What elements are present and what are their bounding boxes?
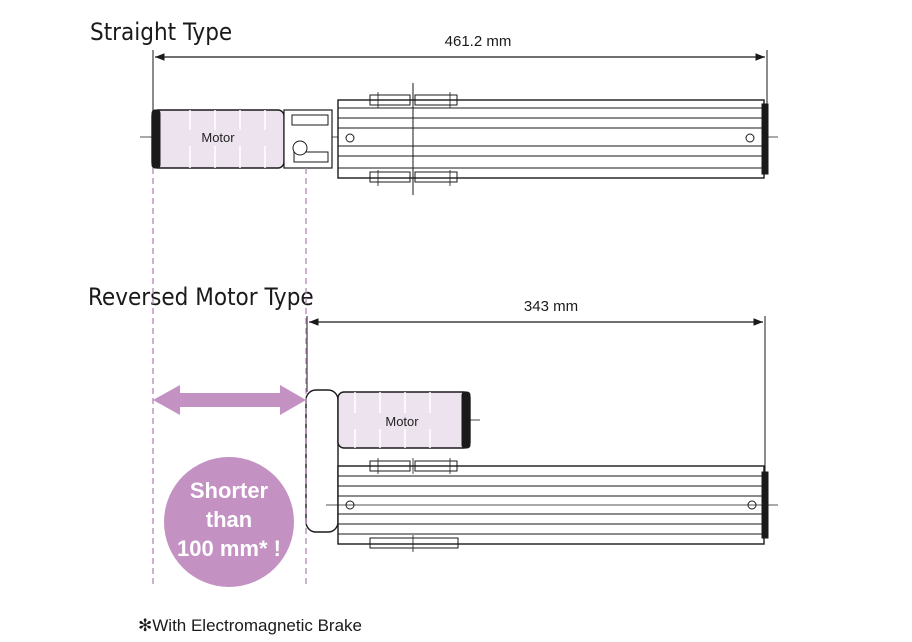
reversed-motor: [337, 391, 480, 449]
callout-line-3: 100 mm* !: [177, 536, 281, 561]
straight-type-title: Straight Type: [90, 18, 232, 46]
length-difference-arrow: [153, 385, 306, 415]
reversed-length-label: 343 mm: [524, 298, 578, 315]
straight-dimension: 461.2 mm: [152, 33, 768, 112]
reversed-type-title: Reversed Motor Type: [88, 283, 314, 311]
footnote: ✻With Electromagnetic Brake: [138, 616, 362, 635]
straight-actuator: Motor: [140, 83, 778, 195]
callout-line-1: Shorter: [190, 478, 269, 503]
shorter-callout: Shorter than 100 mm* !: [164, 457, 294, 587]
straight-motor-label: Motor: [201, 130, 235, 145]
callout-line-2: than: [206, 507, 252, 532]
reversed-actuator: Motor: [305, 389, 778, 552]
reversed-dimension: 343 mm: [306, 298, 766, 472]
straight-length-label: 461.2 mm: [445, 33, 512, 50]
reversed-motor-label: Motor: [385, 414, 419, 429]
